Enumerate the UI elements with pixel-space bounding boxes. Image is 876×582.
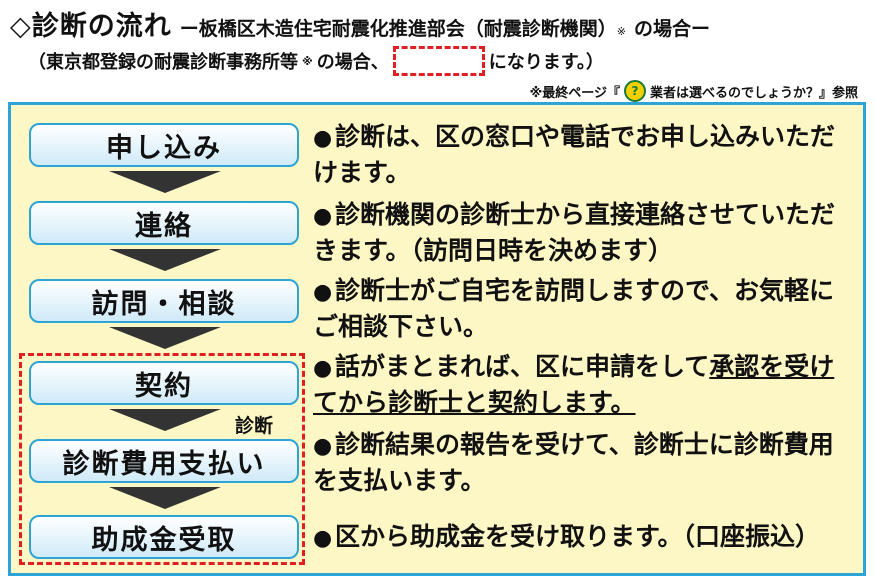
step-payment: 診断費用支払い [29,439,299,483]
page-title: ◇診断の流れ [10,11,172,42]
down-arrow-icon [109,171,221,193]
step-contact: 連絡 [29,201,299,245]
subheader-prefix: （東京都登録の耐震診断事務所等 [28,52,298,73]
step-desc-contact: 診断機関の診断士から直接連絡させていただきます。（訪問日時を決めます） [313,197,858,269]
bullet-icon [313,427,335,449]
step-desc-contract: 話がまとまれば、区に申請をして承認を受けてから診断士と契約します。 [313,349,858,421]
bullet-icon [313,119,335,141]
subheader-note-mark: ※ [302,54,313,68]
reference-note: ※最終ページ『 ? 業者は選べるのでしょうか？』参照 [530,80,858,102]
step-contract: 契約 [29,361,299,405]
dashed-blank-box [392,46,485,76]
bullet-icon [313,197,335,219]
bullet-icon [313,349,335,371]
step-desc-visit: 診断士がご自宅を訪問しますので、お気軽にご相談下さい。 [313,273,858,345]
down-arrow-icon [109,409,221,431]
subheader-middle: の場合、 [316,52,389,73]
title-row: ◇診断の流れ ー板橋区木造住宅耐震化推進部会（耐震診断機関） ※ の場合ー [10,4,711,42]
bullet-icon [313,519,335,541]
page-subtitle-tail: の場合ー [634,18,711,40]
reference-prefix: ※最終ページ『 [529,85,620,101]
step-subsidy: 助成金受取 [29,515,299,559]
side-label: 診断 [235,415,274,437]
flow-panel: 診断 申し込み 連絡 訪問・相談 契約 診断費用支払い 助成金受取 診断は、区の… [8,102,866,576]
step-visit: 訪問・相談 [29,279,299,323]
bullet-icon [313,273,335,295]
step-desc-apply: 診断は、区の窓口や電話でお申し込みいただけます。 [313,119,858,191]
dashed-red-frame [19,353,305,565]
page-subtitle: ー板橋区木造住宅耐震化推進部会（耐震診断機関） [179,18,617,40]
step-desc-subsidy: 区から助成金を受け取ります。（口座振込） [313,519,858,555]
reference-label: 業者は選べるのでしょうか？』参照 [649,85,858,101]
step-desc-payment: 診断結果の報告を受けて、診断士に診断費用を支払います。 [313,427,858,499]
note-mark: ※ [616,25,626,38]
down-arrow-icon [109,249,221,271]
subheader-suffix: になります。） [488,52,604,73]
underlined-text: 承認を受けてから診断士と契約します。 [313,352,835,417]
step-apply: 申し込み [29,123,299,167]
question-icon: ? [623,80,646,102]
down-arrow-icon [109,487,221,509]
subheader: （東京都登録の耐震診断事務所等 ※ の場合、 になります。） [28,46,604,76]
down-arrow-icon [109,327,221,349]
